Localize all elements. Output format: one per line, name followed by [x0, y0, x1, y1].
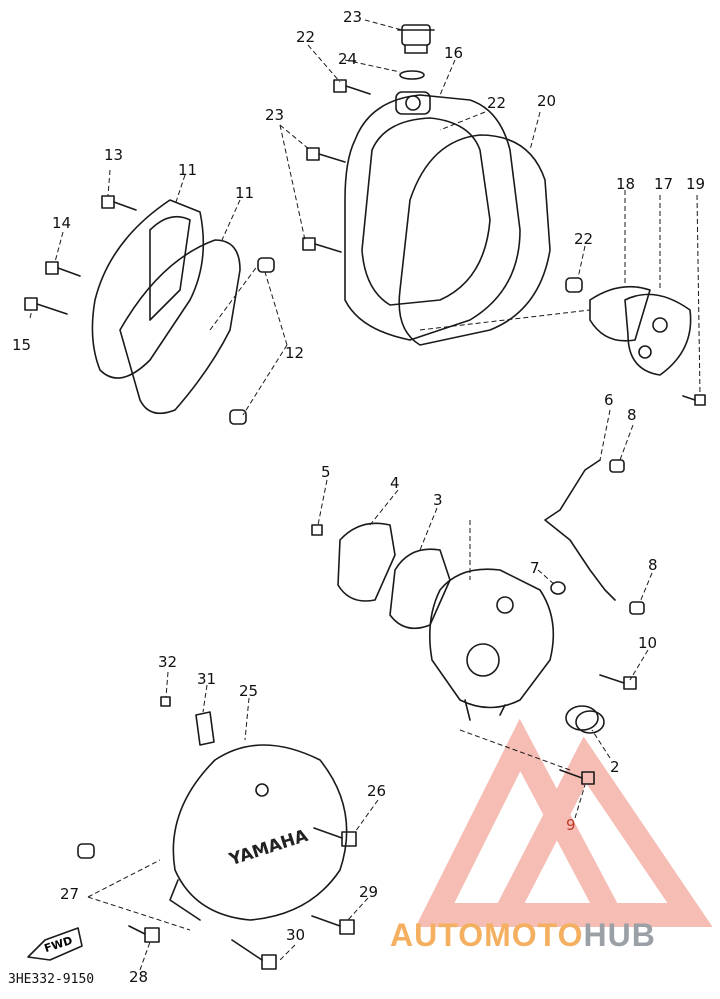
oil-baffle-plate [589, 285, 692, 376]
part-label-21: 20 [537, 92, 557, 110]
part-label-17: 16 [444, 44, 464, 62]
dowel-pin-8b [629, 601, 645, 615]
part-label-22a: 22 [487, 94, 507, 112]
part-label-32: 30 [286, 926, 306, 944]
bolt-9 [559, 769, 595, 785]
part-label-11: 11 [178, 161, 198, 179]
watermark-logo [415, 718, 713, 927]
screw-20 [682, 394, 706, 406]
part-label-13: 12 [285, 344, 305, 362]
bolt-10 [599, 674, 637, 690]
part-label-28: 26 [367, 782, 387, 800]
part-label-26: 24 [338, 50, 358, 68]
part-label-18: 17 [654, 175, 674, 193]
part-label-7: 7 [530, 559, 540, 577]
part-label-24: 22 [296, 28, 316, 46]
part-label-8b: 8 [648, 556, 658, 574]
bolt-28 [313, 827, 357, 847]
dowel-pin-13a [257, 257, 275, 273]
oil-filler-cap [397, 24, 435, 54]
o-ring [399, 70, 425, 80]
bolt-32 [231, 939, 277, 970]
part-label-4: 4 [390, 474, 400, 492]
generator-inner-cover [91, 199, 205, 379]
bolt-24 [333, 79, 371, 95]
part-label-8a: 8 [627, 406, 637, 424]
part-label-5: 5 [321, 463, 331, 481]
bolt-14 [101, 195, 137, 211]
part-label-34: 32 [158, 653, 178, 671]
part-label-6: 6 [604, 391, 614, 409]
plug-2 [565, 705, 605, 734]
dowel-pin-22b [565, 277, 583, 293]
bolt-31 [311, 915, 355, 935]
part-label-29: 27 [60, 885, 80, 903]
part-label-20: 19 [686, 175, 706, 193]
part-label-27: 25 [239, 682, 259, 700]
dowel-pin-29 [77, 843, 95, 859]
watermark-text: AUTOMOTOHUB [390, 917, 656, 954]
part-label-16: 15 [12, 336, 32, 354]
crankcase-cover [344, 91, 521, 341]
part-label-19: 18 [616, 175, 636, 193]
part-label-14: 13 [104, 146, 124, 164]
bracket-33 [195, 711, 215, 746]
forward-arrow-icon [27, 927, 83, 961]
bolt-30 [128, 925, 160, 943]
part-label-9: 9 [566, 816, 576, 834]
cover-gasket [398, 134, 551, 346]
part-label-22b: 22 [574, 230, 594, 248]
part-label-15: 14 [52, 214, 72, 232]
part-label-23: 23 [265, 106, 285, 124]
pump-gasket-4 [337, 522, 396, 602]
diagram-code: 3HE332-9150 [8, 972, 95, 987]
part-label-2: 2 [610, 758, 620, 776]
part-label-33: 31 [197, 670, 217, 688]
dowel-pin-13b [229, 409, 247, 425]
part-label-31: 29 [359, 883, 379, 901]
part-label-12: 11 [235, 184, 255, 202]
bolt-5 [311, 524, 323, 536]
bolt-23b [302, 237, 342, 253]
generator-cover [169, 744, 348, 921]
bolt-23a [306, 147, 346, 163]
bolt-16 [24, 297, 68, 315]
generator-gasket [119, 239, 241, 415]
part-label-10: 10 [638, 634, 658, 652]
dowel-pin-8a [609, 459, 625, 473]
pump-cover-assembly [428, 568, 555, 721]
washer-7 [550, 581, 566, 595]
part-label-25: 23 [343, 8, 363, 26]
watermark-text-part1: AUTOMOTO [390, 917, 584, 953]
bolt-15 [45, 261, 81, 277]
part-label-30: 28 [129, 968, 149, 986]
pump-gasket-3 [389, 548, 451, 630]
oil-pipe [544, 459, 616, 601]
part-label-3: 3 [433, 491, 443, 509]
watermark-text-part2: HUB [583, 917, 656, 953]
bolt-34 [160, 696, 171, 707]
